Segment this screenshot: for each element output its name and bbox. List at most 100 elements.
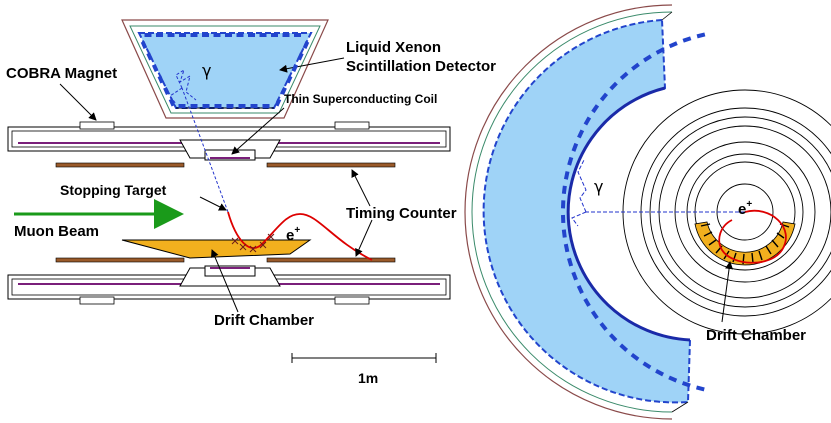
gamma-symbol-left: γ [202, 61, 211, 80]
pmt-block [668, 375, 678, 383]
pmt-block [140, 40, 148, 50]
pmt-block [271, 33, 278, 37]
pmt-block [236, 33, 244, 37]
label-xenon-2: Scintillation Detector [346, 58, 496, 75]
timing-counter-bottom-left [55, 257, 185, 263]
pmt-block [190, 104, 198, 108]
pmt-block [583, 116, 592, 126]
pointer-timing-top [351, 169, 371, 207]
pmt-block [157, 75, 165, 84]
pmt-block [226, 104, 234, 108]
pmt-block [599, 92, 609, 102]
pmt-block [202, 104, 210, 108]
pmt-block [225, 33, 232, 37]
pointer-cobra [59, 83, 97, 121]
label-drift-left: Drift Chamber [214, 312, 314, 329]
pointer-drift-left [211, 249, 239, 313]
pointer-coil [231, 107, 285, 155]
pmt-block [297, 52, 304, 61]
pmt-block [280, 86, 287, 96]
pmt-block [146, 52, 153, 61]
pmt-block [599, 322, 608, 331]
pmt-block [695, 385, 705, 392]
pmt-block [248, 33, 255, 37]
pmt-block [583, 297, 591, 307]
pmt-block [291, 63, 299, 73]
xenon-detector-end [464, 4, 692, 420]
pmt-block [643, 54, 652, 63]
pmt-block [696, 32, 706, 39]
positron-symbol-right: e+ [738, 199, 752, 218]
drift-chamber-side [121, 239, 312, 259]
pmt-block [238, 104, 246, 108]
pmt-block [576, 285, 584, 294]
pmt-block [274, 98, 282, 107]
pmt-block [619, 71, 629, 81]
positron-track-side [227, 211, 373, 261]
pmt-block [262, 104, 270, 108]
pmt-block [285, 75, 293, 84]
pointer-drift-right [721, 261, 734, 323]
pmt-block [151, 63, 159, 73]
pmt-block [294, 33, 301, 37]
pmt-block [202, 33, 209, 37]
pmt-block [560, 214, 566, 224]
pointer-xenon [279, 57, 345, 73]
pmt-block [167, 33, 175, 37]
pmt-block [668, 41, 678, 49]
pmt-block [259, 33, 267, 37]
label-timing: Timing Counter [346, 205, 457, 222]
pmt-block [655, 369, 665, 377]
pmt-block [608, 333, 618, 342]
drift-chamber-end [694, 221, 796, 266]
pointer-timing-bottom [355, 219, 373, 257]
pmt-block [571, 271, 578, 281]
pmt-block [642, 361, 652, 370]
pmt-block [577, 129, 585, 139]
pmt-block [591, 104, 600, 114]
pmt-block [609, 81, 618, 91]
label-target: Stopping Target [60, 182, 167, 198]
pmt-block [213, 33, 221, 37]
pmt-block [214, 104, 222, 108]
pmt-block [567, 257, 574, 267]
pmt-block [282, 33, 290, 37]
pmt-block [567, 156, 574, 166]
pmt-block [561, 229, 567, 238]
pmt-block [163, 86, 170, 96]
pmt-block [560, 200, 566, 209]
pmt-block [655, 47, 665, 55]
positron-symbol-left: e+ [286, 225, 300, 244]
pmt-block [619, 343, 629, 352]
cobra-magnet-bottom [7, 265, 451, 305]
pointer-target [199, 196, 227, 211]
scale-bar [291, 353, 437, 363]
pmt-block [156, 33, 163, 37]
label-muon-beam: Muon Beam [14, 223, 99, 240]
label-cobra: COBRA Magnet [6, 65, 117, 82]
pmt-block [681, 381, 691, 388]
pmt-block [571, 142, 579, 152]
label-drift-right: Drift Chamber [706, 327, 806, 344]
pmt-block [682, 36, 692, 43]
pmt-block [190, 33, 198, 37]
cobra-magnet-top [7, 121, 451, 161]
pmt-block [250, 104, 258, 108]
positron-track-end [718, 209, 787, 264]
timing-counter-top-right [266, 162, 396, 168]
gamma-symbol-right: γ [594, 177, 603, 196]
label-coil: Thin Superconducting Coil [284, 92, 437, 106]
pmt-block [590, 310, 599, 320]
timing-counter-top-left [55, 162, 185, 168]
pmt-block [630, 352, 640, 361]
gamma-track-end [571, 159, 745, 227]
gamma-track-side [169, 68, 229, 213]
pmt-block [178, 104, 186, 108]
timing-counter-bottom-right [266, 257, 396, 263]
pmt-block [561, 185, 567, 195]
pmt-block [168, 98, 176, 107]
pmt-block [144, 33, 152, 37]
label-scale: 1m [358, 370, 378, 386]
